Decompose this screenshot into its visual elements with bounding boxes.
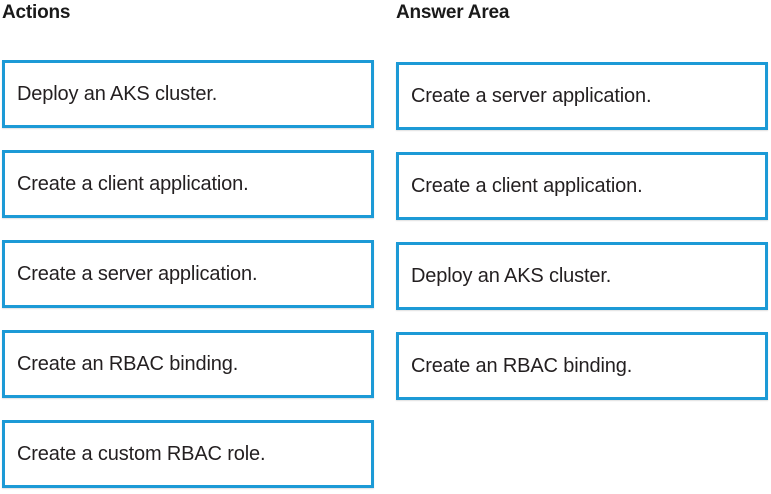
answer-area-list: Create a server application. Create a cl… bbox=[396, 62, 768, 422]
answer-card[interactable]: Create an RBAC binding. bbox=[396, 332, 768, 400]
answer-card[interactable]: Create a client application. bbox=[396, 152, 768, 220]
answer-card[interactable]: Create a server application. bbox=[396, 62, 768, 130]
action-card[interactable]: Create a server application. bbox=[2, 240, 374, 308]
actions-column-heading: Actions bbox=[2, 2, 71, 23]
actions-list: Deploy an AKS cluster. Create a client a… bbox=[2, 60, 374, 488]
action-card[interactable]: Create an RBAC binding. bbox=[2, 330, 374, 398]
answer-card[interactable]: Deploy an AKS cluster. bbox=[396, 242, 768, 310]
action-card[interactable]: Create a client application. bbox=[2, 150, 374, 218]
answer-area-heading: Answer Area bbox=[396, 2, 510, 23]
answer-card-label: Deploy an AKS cluster. bbox=[411, 265, 612, 287]
answer-card-label: Create an RBAC binding. bbox=[411, 355, 633, 377]
action-card-label: Deploy an AKS cluster. bbox=[17, 83, 218, 105]
action-card-label: Create a client application. bbox=[17, 173, 249, 195]
action-card-label: Create an RBAC binding. bbox=[17, 353, 239, 375]
answer-card-label: Create a server application. bbox=[411, 85, 652, 107]
answer-card-label: Create a client application. bbox=[411, 175, 643, 197]
action-card[interactable]: Create a custom RBAC role. bbox=[2, 420, 374, 488]
action-card-label: Create a server application. bbox=[17, 263, 258, 285]
action-card[interactable]: Deploy an AKS cluster. bbox=[2, 60, 374, 128]
action-card-label: Create a custom RBAC role. bbox=[17, 443, 266, 465]
